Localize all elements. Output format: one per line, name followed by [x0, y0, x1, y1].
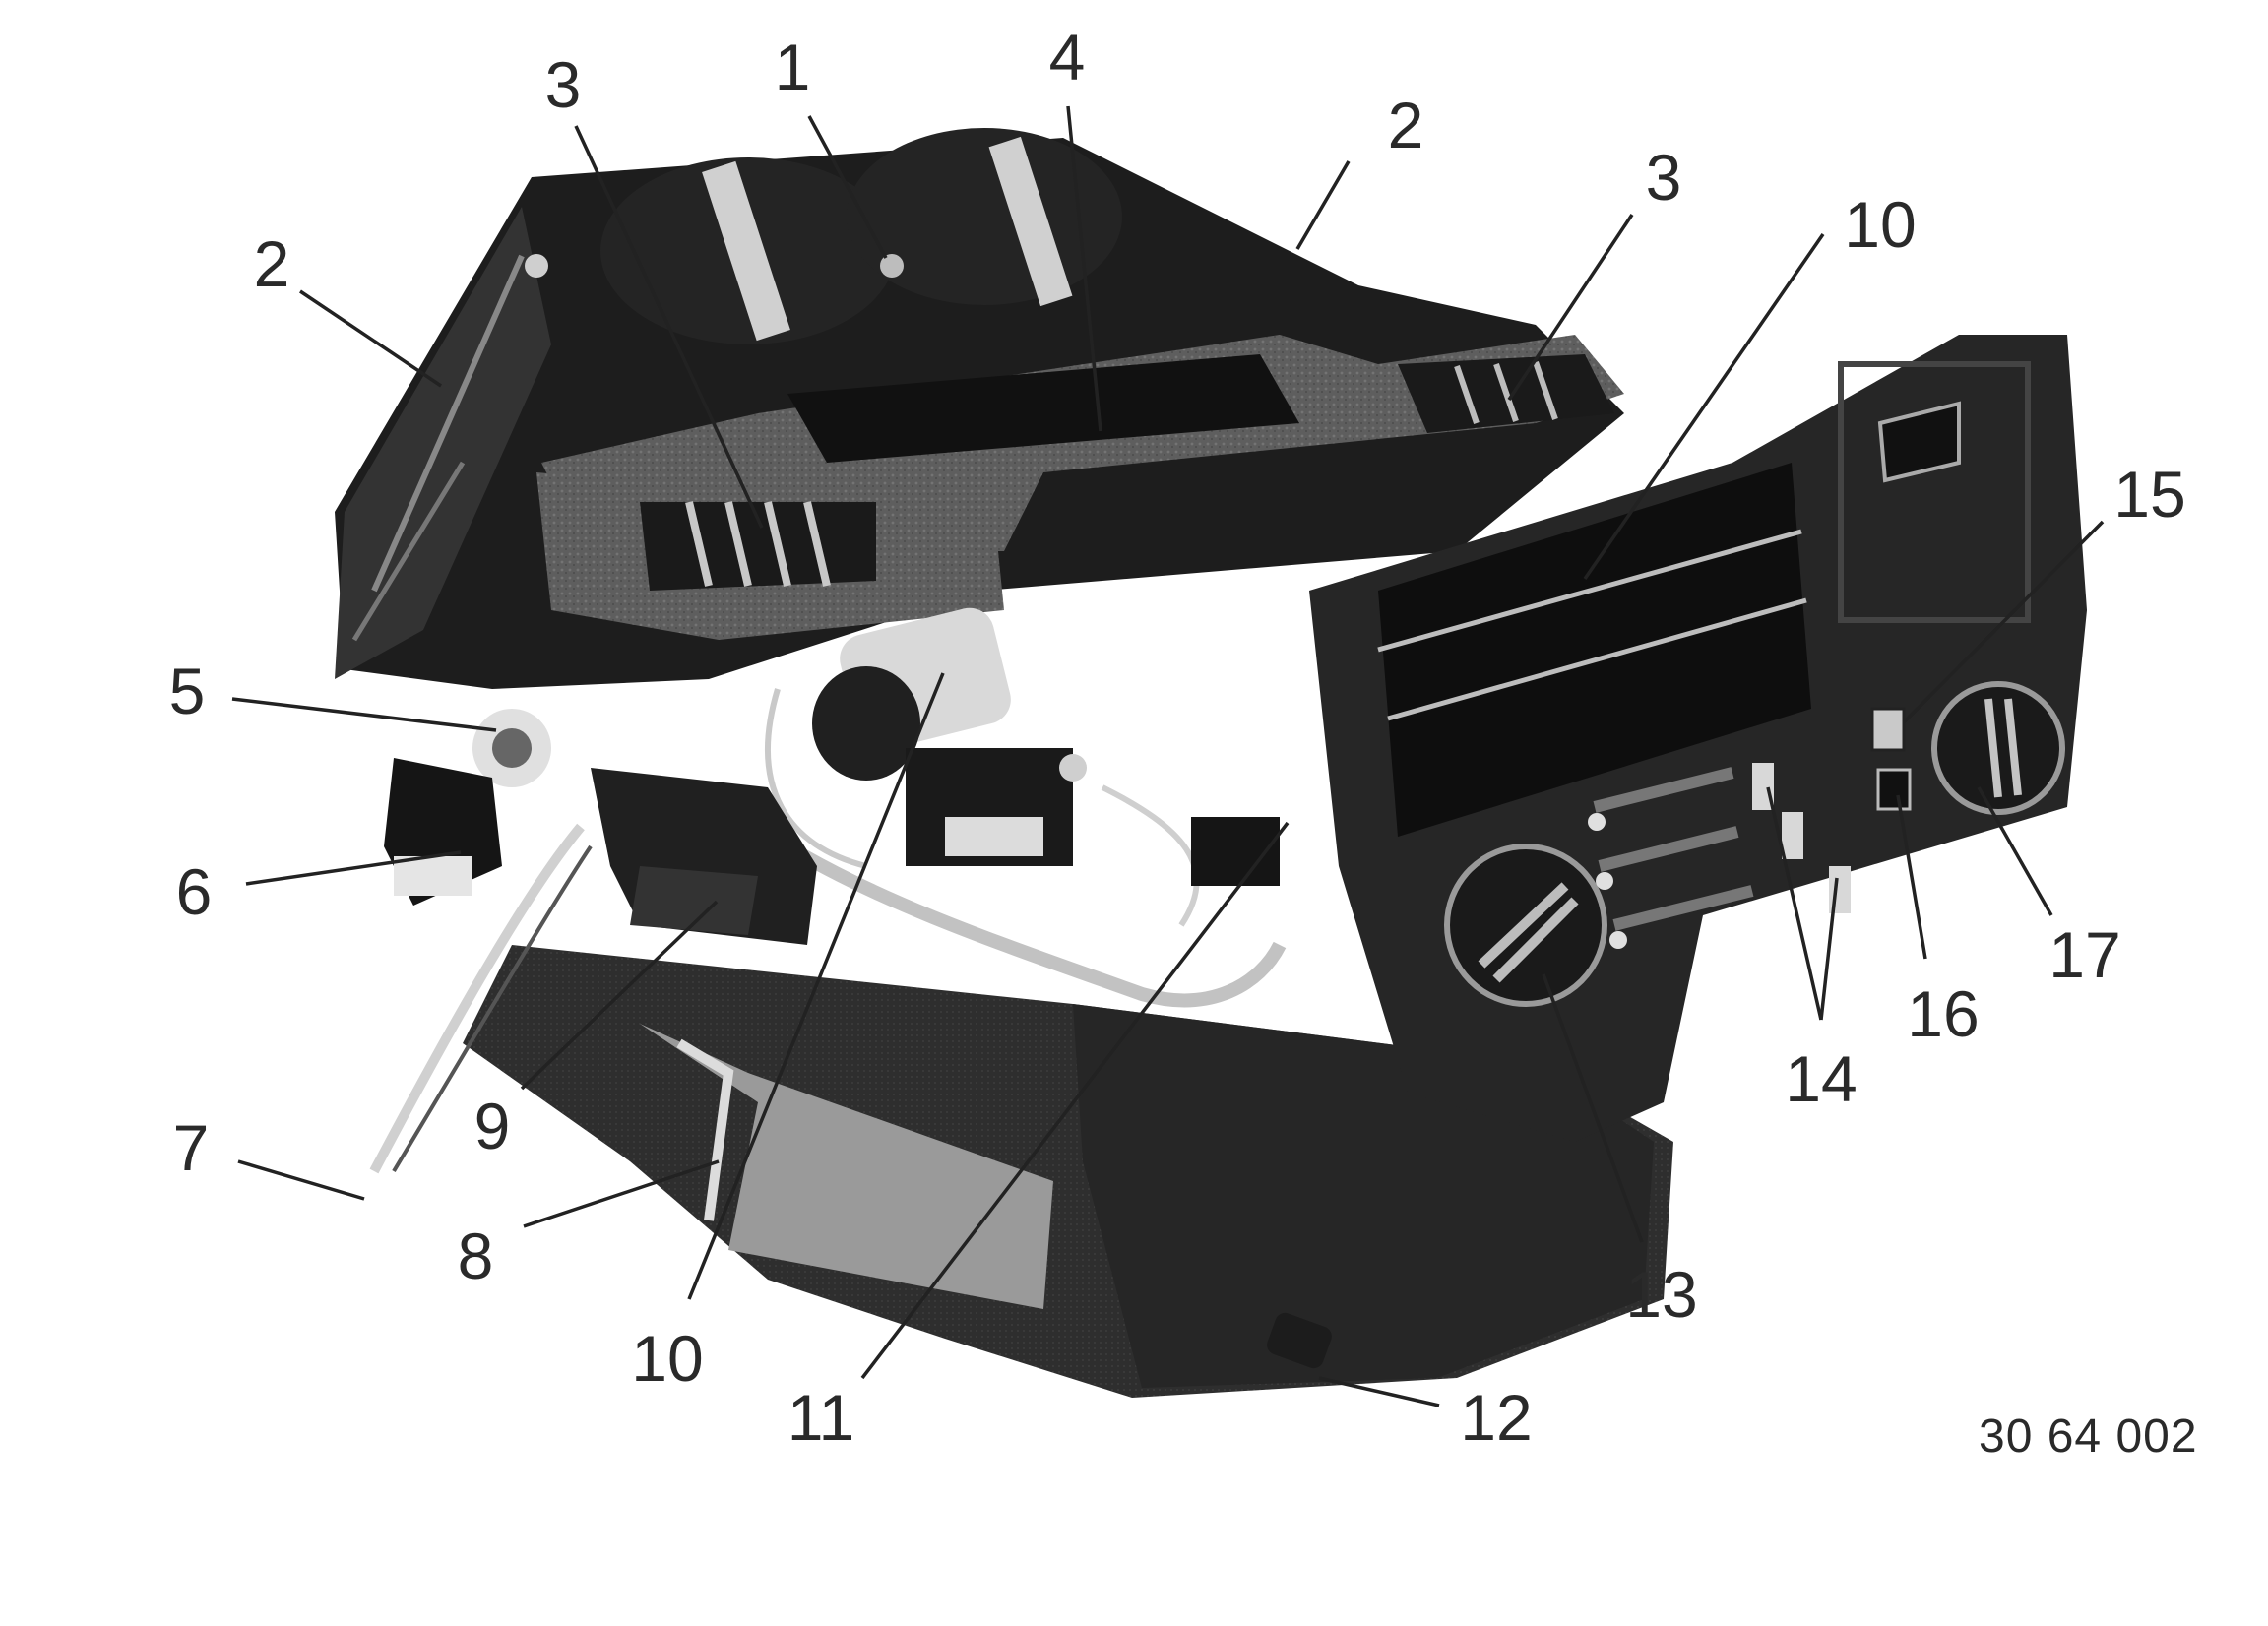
center-duct-opening: [788, 354, 1299, 463]
callout-8: 8: [457, 1220, 494, 1292]
callout-7: 7: [172, 1111, 210, 1184]
switch-15: [1870, 707, 1906, 752]
callout-16: 16: [1907, 977, 1980, 1050]
callout-6: 6: [175, 855, 213, 928]
callout-11: 11: [787, 1381, 855, 1454]
drain-tube: [1267, 1312, 1332, 1369]
left-vent-opening: [640, 502, 876, 591]
callout-12: 12: [1460, 1381, 1533, 1454]
bowden-cable: [369, 823, 585, 1174]
callout-1: 1: [774, 31, 811, 103]
blower-housing-right: [847, 128, 1122, 305]
slider-1: [1752, 763, 1774, 810]
callout-10-right: 10: [1844, 188, 1917, 261]
callout-5: 5: [168, 655, 206, 727]
slider-2: [1782, 812, 1803, 859]
callout-2-right: 2: [1387, 89, 1424, 161]
callout-3-right: 3: [1645, 141, 1682, 214]
callout-9: 9: [473, 1090, 511, 1162]
leader-lines: [231, 105, 2105, 1407]
callout-10-left: 10: [631, 1322, 704, 1395]
callout-14: 14: [1785, 1042, 1858, 1115]
callout-15: 15: [2113, 458, 2186, 531]
heat-exchanger-pipe: [640, 1024, 1053, 1309]
switch-16: [1876, 768, 1912, 811]
panel-frame-opening: [1378, 463, 1811, 837]
callout-17: 17: [2048, 918, 2121, 991]
fan-speed-knob: [1931, 681, 2065, 815]
wiring-harness: [784, 840, 1287, 1008]
display-window: [1877, 401, 1961, 483]
callout-3-left: 3: [544, 48, 582, 121]
callout-2-left: 2: [253, 227, 290, 300]
figure-code: 30 64 002: [1979, 1410, 2198, 1463]
callout-13: 13: [1625, 1258, 1698, 1331]
callout-4: 4: [1048, 21, 1086, 94]
